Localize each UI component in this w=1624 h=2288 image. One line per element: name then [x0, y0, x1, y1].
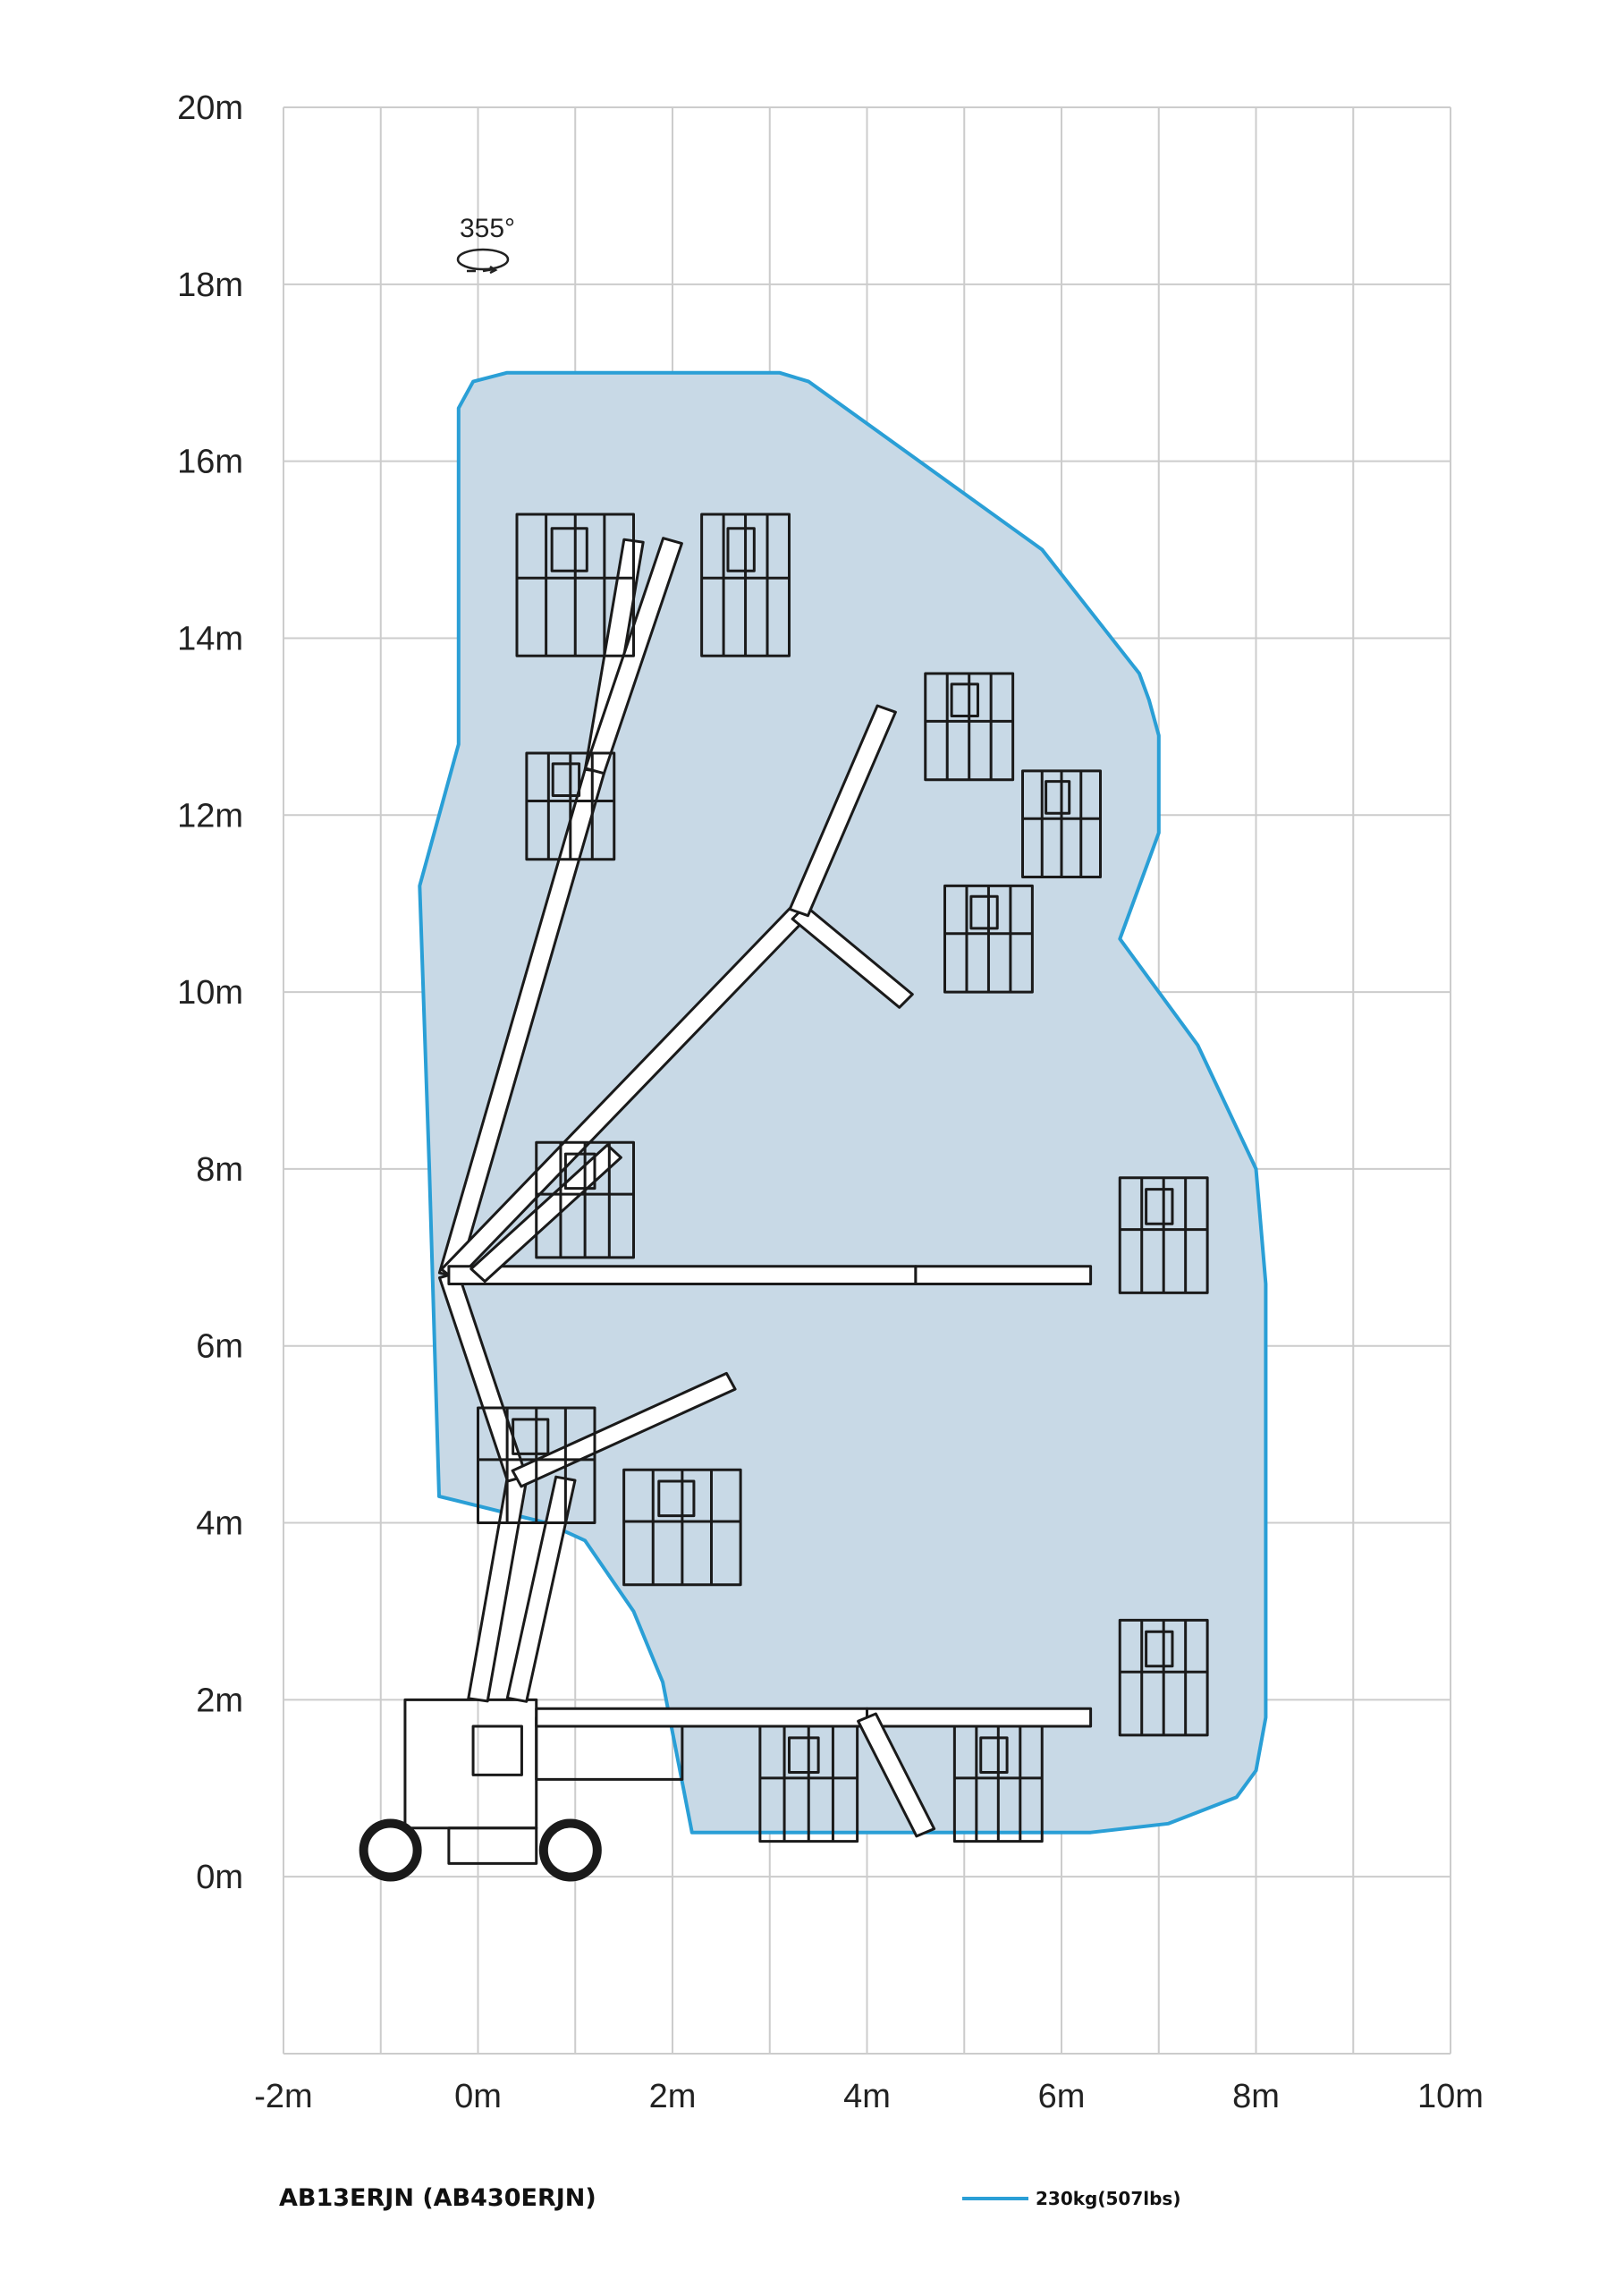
rear-wheel	[359, 1818, 422, 1882]
rotation-icon	[456, 248, 510, 271]
x-tick-label: 4m	[843, 2078, 891, 2115]
x-tick-label: 0m	[454, 2078, 502, 2115]
machine-drawing	[359, 513, 1209, 1882]
y-tick-label: 10m	[177, 974, 243, 1012]
basket-upper-left	[525, 751, 616, 861]
jib-stowed-right	[866, 1707, 1093, 1728]
chassis-body	[403, 1698, 538, 1830]
basket-upper-right	[1021, 769, 1102, 879]
chassis-base	[447, 1826, 538, 1865]
y-tick-label: 14m	[177, 620, 243, 657]
x-tick-label: 10m	[1417, 2078, 1484, 2115]
chassis-window	[471, 1724, 523, 1776]
y-tick-label: 2m	[196, 1682, 243, 1719]
y-tick-label: 6m	[196, 1328, 243, 1366]
basket-mid-left	[535, 1140, 635, 1259]
legend-line-icon	[962, 2197, 1028, 2200]
jib-stowed-down	[857, 1712, 936, 1838]
basket-upper-mid	[924, 672, 1015, 782]
x-tick-label: 6m	[1038, 2078, 1086, 2115]
basket-stowed-right	[1118, 1618, 1209, 1737]
basket-lower-mid	[943, 884, 1034, 994]
legend: 230kg(507lbs)	[962, 2188, 1180, 2209]
basket-ground-left	[758, 1724, 859, 1843]
control-box	[563, 1152, 596, 1191]
control-box	[512, 1418, 550, 1455]
basket-mid-right	[1118, 1176, 1209, 1294]
boom-stowed	[535, 1707, 868, 1728]
x-tick-label: 2m	[649, 2078, 697, 2115]
legend-label: 230kg(507lbs)	[1036, 2188, 1181, 2209]
control-box	[551, 762, 581, 798]
control-box	[550, 527, 588, 572]
control-box	[1145, 1630, 1174, 1668]
jib-diagonal-up	[788, 704, 897, 918]
control-box	[657, 1479, 696, 1518]
lower-arm-2	[505, 1475, 577, 1703]
model-name: AB13ERJN (AB430ERJN)	[279, 2184, 596, 2212]
basket-ground-right	[952, 1724, 1044, 1843]
basket-top-right	[700, 513, 791, 657]
axis-ticks: -2m 0m 2m 4m 6m 8m 10m 0m 2m 4m 6m 8m 10m 12m 14m 16m 18…	[177, 89, 1484, 2115]
boom-low-diagonal	[511, 1371, 737, 1488]
y-tick-label: 8m	[196, 1151, 243, 1189]
y-tick-label: 4m	[196, 1505, 243, 1543]
rotation-indicator: 355°	[456, 214, 515, 275]
rotation-label: 355°	[460, 214, 515, 243]
y-tick-label: 16m	[177, 444, 243, 481]
basket-low-left	[477, 1406, 596, 1525]
y-tick-label: 12m	[177, 797, 243, 835]
control-box	[979, 1736, 1009, 1774]
jib-diagonal	[791, 904, 914, 1009]
x-tick-label: -2m	[254, 2078, 312, 2115]
front-wheel	[538, 1818, 602, 1882]
boom-horizontal	[447, 1265, 918, 1285]
control-box	[1045, 780, 1071, 815]
x-tick-label: 8m	[1232, 2078, 1280, 2115]
control-box	[788, 1736, 820, 1774]
control-box	[726, 527, 756, 572]
control-box	[950, 682, 979, 717]
basket-low-mid	[622, 1468, 742, 1587]
control-box	[1145, 1188, 1174, 1225]
jib-horizontal	[914, 1265, 1093, 1285]
control-box	[969, 894, 999, 930]
y-tick-label: 0m	[196, 1859, 243, 1896]
y-tick-label: 18m	[177, 267, 243, 304]
y-tick-label: 20m	[177, 89, 243, 127]
rotation-arrow-icon	[467, 265, 498, 275]
basket-top-left	[515, 513, 635, 657]
